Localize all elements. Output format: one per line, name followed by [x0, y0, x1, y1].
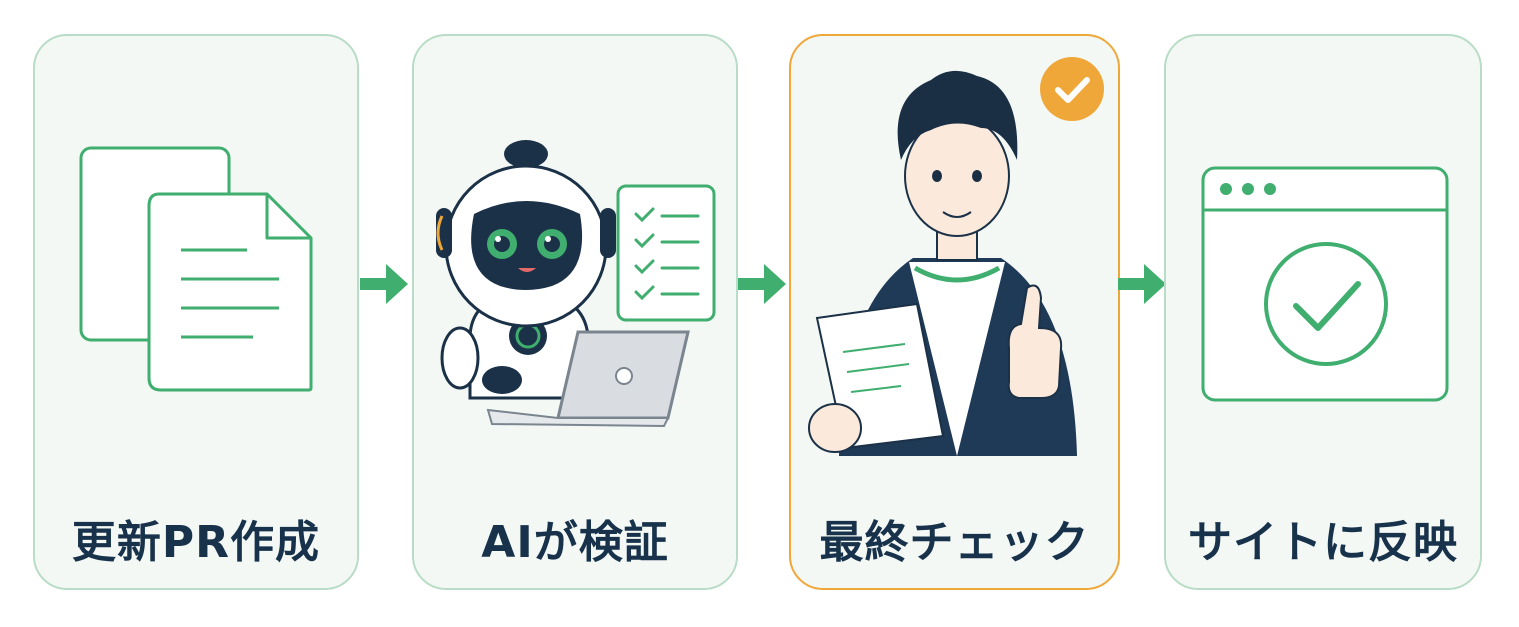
step-label: サイトに反映	[1188, 517, 1458, 568]
arrow-right-icon	[1118, 264, 1166, 304]
step-label: AIが検証	[481, 517, 669, 568]
documents-icon	[79, 146, 313, 392]
step-card-publish-site: サイトに反映	[1164, 34, 1482, 590]
step-card-create-pr: 更新PR作成	[33, 34, 359, 590]
arrow-right-icon	[360, 264, 408, 304]
check-badge-icon	[1040, 57, 1104, 121]
step-card-ai-verify: AIが検証	[412, 34, 738, 590]
robot-laptop-icon	[436, 140, 716, 428]
step-label: 最終チェック	[819, 517, 1090, 568]
step-card-final-check: 最終チェック	[789, 34, 1120, 590]
step-label: 更新PR作成	[71, 517, 321, 568]
arrow-right-icon	[738, 264, 786, 304]
person-thumbs-up-icon	[808, 70, 1077, 456]
browser-check-icon	[1201, 166, 1449, 402]
